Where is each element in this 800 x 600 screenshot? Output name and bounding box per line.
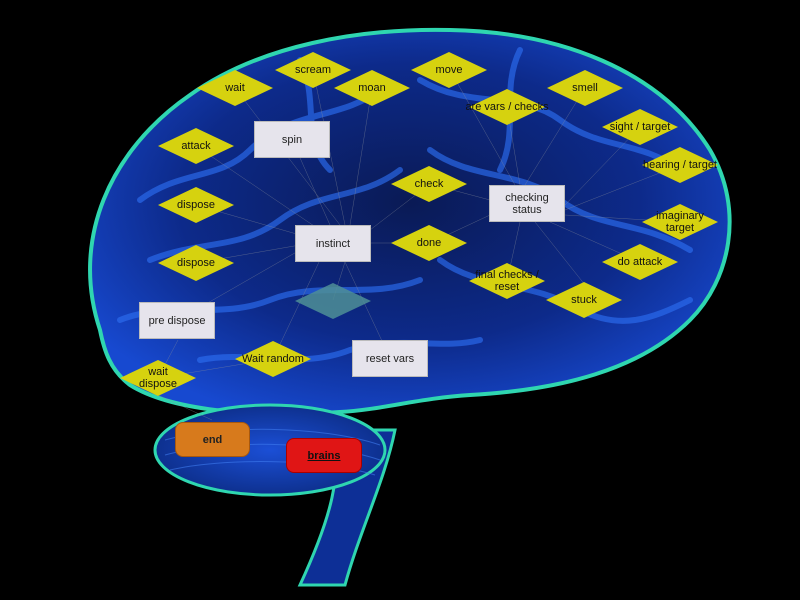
node-hearing-target[interactable]: hearing / target: [642, 147, 718, 183]
node-do-attack[interactable]: do attack: [602, 244, 678, 280]
node-dispose-1-label: dispose: [177, 199, 215, 211]
node-move[interactable]: move: [411, 52, 487, 88]
node-dispose-1[interactable]: dispose: [158, 187, 234, 223]
node-wait-random-label: Wait random: [242, 353, 304, 365]
node-wait[interactable]: wait: [197, 70, 273, 106]
node-check[interactable]: check: [391, 166, 467, 202]
node-wait-dispose-label: wait dispose: [139, 366, 177, 390]
node-moan-label: moan: [358, 82, 386, 94]
node-smell[interactable]: smell: [547, 70, 623, 106]
node-end-label: end: [202, 433, 223, 446]
node-wait-random[interactable]: Wait random: [235, 341, 311, 377]
node-instinct-label: instinct: [315, 237, 351, 250]
node-instinct[interactable]: instinct: [295, 225, 371, 262]
node-move-label: move: [435, 64, 463, 76]
node-spin[interactable]: spin: [254, 121, 330, 158]
node-dispose-2-label: dispose: [177, 257, 215, 269]
node-wait-dispose[interactable]: wait dispose: [120, 360, 196, 396]
node-spin-label: spin: [281, 133, 303, 146]
node-checking-status[interactable]: checking status: [489, 185, 565, 222]
node-attack-label: attack: [181, 140, 211, 152]
node-are-vars-checks-label: are vars / checks: [465, 101, 549, 113]
node-moan[interactable]: moan: [334, 70, 410, 106]
node-final-checks-reset[interactable]: final checks / reset: [469, 263, 545, 299]
node-pre-dispose[interactable]: pre dispose: [139, 302, 215, 339]
node-end[interactable]: end: [175, 422, 250, 457]
node-imaginary-target[interactable]: imaginary target: [642, 204, 718, 240]
node-brains-label: brains: [307, 449, 341, 462]
node-imaginary-target-label: imaginary target: [656, 210, 704, 234]
node-stuck-label: stuck: [571, 294, 597, 306]
node-scream[interactable]: scream: [275, 52, 351, 88]
node-checking-status-label: checking status: [505, 191, 549, 216]
node-sight-target-label: sight / target: [609, 121, 671, 133]
node-brains[interactable]: brains: [286, 438, 362, 473]
node-reset-vars[interactable]: reset vars: [352, 340, 428, 377]
node-pre-dispose-label: pre dispose: [148, 314, 206, 327]
node-do-attack-label: do attack: [617, 256, 663, 268]
node-scream-label: scream: [294, 64, 332, 76]
node-check-label: check: [414, 178, 444, 190]
node-dispose-2[interactable]: dispose: [158, 245, 234, 281]
node-attack[interactable]: attack: [158, 128, 234, 164]
node-are-vars-checks[interactable]: are vars / checks: [465, 89, 548, 125]
node-sight-target[interactable]: sight / target: [602, 109, 678, 145]
node-final-checks-reset-label: final checks / reset: [475, 269, 539, 293]
node-hearing-target-label: hearing / target: [643, 159, 717, 171]
node-reset-vars-label: reset vars: [365, 352, 415, 365]
instinct-decision-diamond: [295, 283, 371, 319]
node-stuck[interactable]: stuck: [546, 282, 622, 318]
node-done[interactable]: done: [391, 225, 467, 261]
node-smell-label: smell: [572, 82, 598, 94]
node-done-label: done: [416, 237, 442, 249]
node-wait-label: wait: [225, 82, 245, 94]
